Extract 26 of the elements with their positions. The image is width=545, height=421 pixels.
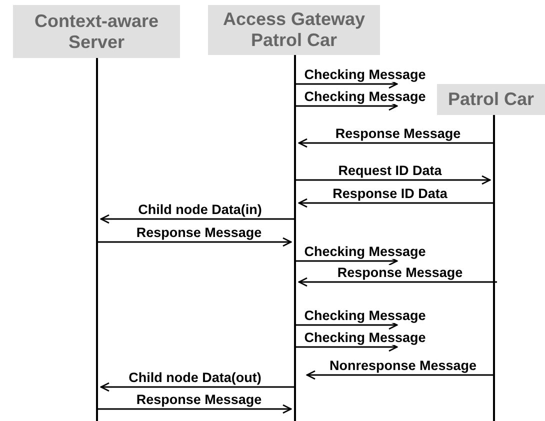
message-label: Child node Data(out) xyxy=(128,370,262,385)
message-arrow xyxy=(100,214,295,224)
participant-name: Context-aware Server xyxy=(33,10,160,52)
message-arrow xyxy=(97,237,292,247)
message-arrow xyxy=(298,198,494,208)
message-label: Checking Message xyxy=(303,67,427,82)
message-label: Nonresponse Message xyxy=(328,358,478,373)
message-arrow xyxy=(306,370,494,380)
message-label: Response Message xyxy=(135,225,263,240)
message-label: Checking Message xyxy=(303,89,427,104)
message-label: Response Message xyxy=(135,392,263,407)
message-arrow xyxy=(100,382,295,392)
message-arrow xyxy=(298,138,494,148)
message-label: Checking Message xyxy=(303,330,427,345)
participant-name: Patrol Car xyxy=(448,89,534,110)
message-label: Response Message xyxy=(334,126,462,141)
message-arrow xyxy=(298,277,497,287)
message-arrow xyxy=(295,175,491,185)
message-arrow xyxy=(97,404,292,414)
message-label: Request ID Data xyxy=(337,163,443,178)
message-label: Checking Message xyxy=(303,308,427,323)
participant-name: Access Gateway Patrol Car xyxy=(222,9,366,51)
message-label: Response ID Data xyxy=(332,186,448,201)
message-label: Checking Message xyxy=(303,244,427,259)
message-label: Child node Data(in) xyxy=(137,202,263,217)
message-label: Response Message xyxy=(336,265,464,280)
